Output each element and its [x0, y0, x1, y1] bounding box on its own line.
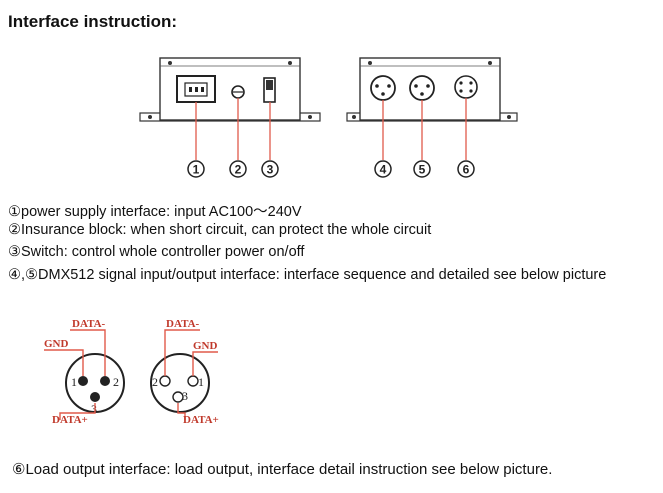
desc-load-output: ⑥Load output interface: load output, int… [12, 461, 553, 478]
svg-text:1: 1 [71, 375, 77, 389]
dmx-pinout-right: 2 1 3 DATA- GND DATA+ [150, 318, 219, 426]
dmx-pinout-left: 1 2 3 DATA- GND DATA+ [44, 318, 125, 426]
callout-2: 2 [229, 160, 247, 178]
svg-text:2: 2 [113, 375, 119, 389]
label-data-minus: DATA- [166, 318, 200, 330]
fuse-icon [231, 85, 245, 99]
label-gnd: GND [193, 340, 218, 352]
page-title: Interface instruction: [8, 12, 178, 31]
svg-text:5: 5 [419, 163, 426, 177]
dmx-input-connector-icon [370, 75, 396, 101]
svg-text:6: 6 [463, 163, 470, 177]
switch-icon [263, 77, 276, 103]
svg-text:1: 1 [198, 375, 204, 389]
desc-insurance-block: ②Insurance block: when short circuit, ca… [8, 222, 432, 238]
label-gnd: GND [44, 338, 69, 350]
desc-dmx512: ④,⑤DMX512 signal input/output interface:… [8, 267, 607, 283]
callout-5: 5 [413, 160, 431, 178]
svg-text:3: 3 [91, 402, 97, 416]
label-data-plus: DATA+ [183, 414, 219, 426]
svg-text:1: 1 [193, 163, 200, 177]
callout-3: 3 [261, 160, 279, 178]
desc-power-supply: ①power supply interface: input AC100～240… [8, 204, 302, 220]
load-output-connector-icon [454, 75, 478, 99]
svg-text:2: 2 [235, 163, 242, 177]
right-device-panel [346, 57, 518, 122]
desc-switch: ③Switch: control whole controller power … [8, 244, 305, 260]
svg-text:4: 4 [380, 163, 387, 177]
svg-text:2: 2 [152, 375, 158, 389]
label-data-minus: DATA- [72, 318, 106, 330]
svg-text:3: 3 [267, 163, 274, 177]
left-device-panel [139, 57, 321, 122]
svg-text:3: 3 [182, 389, 188, 403]
label-data-plus: DATA+ [52, 414, 88, 426]
dmx-output-connector-icon [409, 75, 435, 101]
power-socket-icon [176, 75, 216, 103]
callout-leaders [195, 98, 467, 160]
callout-4: 4 [374, 160, 392, 178]
callout-6: 6 [457, 160, 475, 178]
callout-1: 1 [187, 160, 205, 178]
